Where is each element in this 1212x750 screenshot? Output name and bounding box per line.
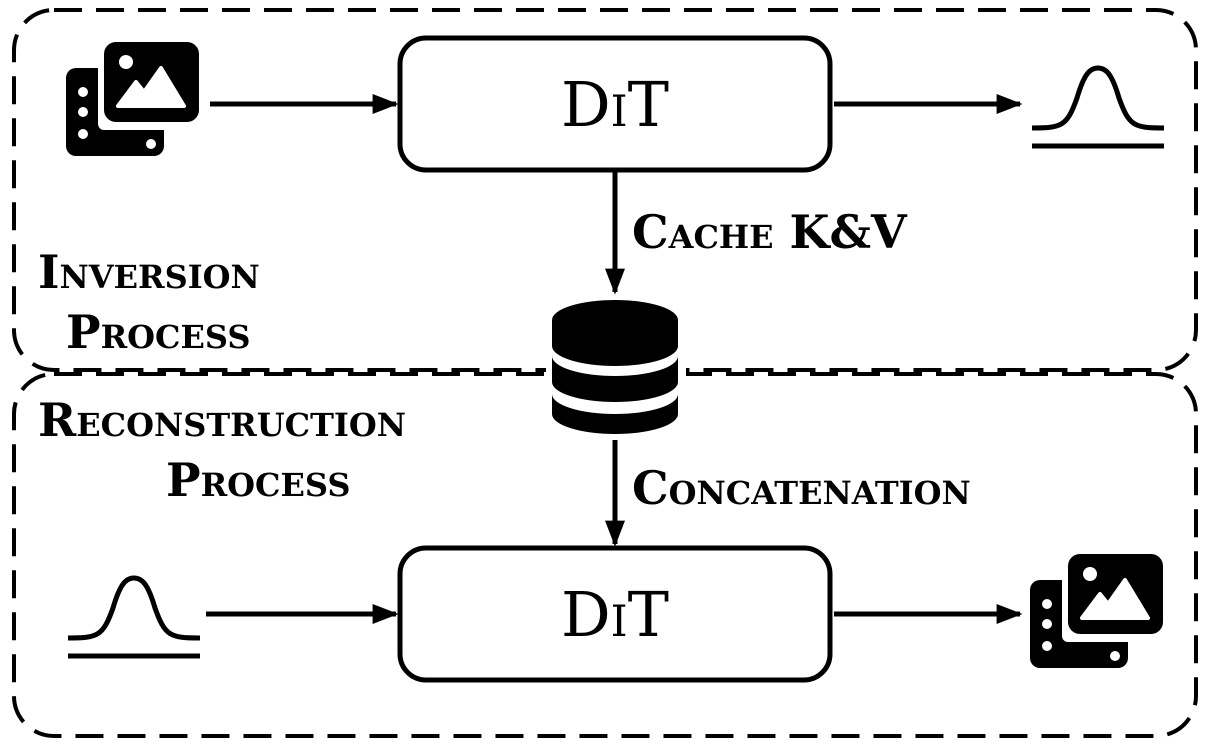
database-icon xyxy=(546,296,686,444)
reconstruction-process-label-line2: Process xyxy=(166,453,350,507)
dit-inversion-box xyxy=(397,35,833,173)
dit-reconstruction-box xyxy=(397,545,833,683)
gaussian-noise-icon xyxy=(1032,68,1164,146)
cache-kv-label: Cache K&V xyxy=(632,205,908,259)
dit-reconstruction-label: DiT xyxy=(561,578,669,651)
output-image-icon xyxy=(1028,552,1165,670)
input-image-icon xyxy=(64,40,201,158)
dit-inversion-label: DiT xyxy=(561,68,669,141)
reconstruction-process-label-line1: Reconstruction xyxy=(38,393,406,447)
inversion-process-label-line2: Process xyxy=(66,305,250,359)
concatenation-label: Concatenation xyxy=(632,461,971,515)
inversion-process-label-line1: Inversion xyxy=(38,245,260,299)
gaussian-noise-icon xyxy=(68,578,200,656)
